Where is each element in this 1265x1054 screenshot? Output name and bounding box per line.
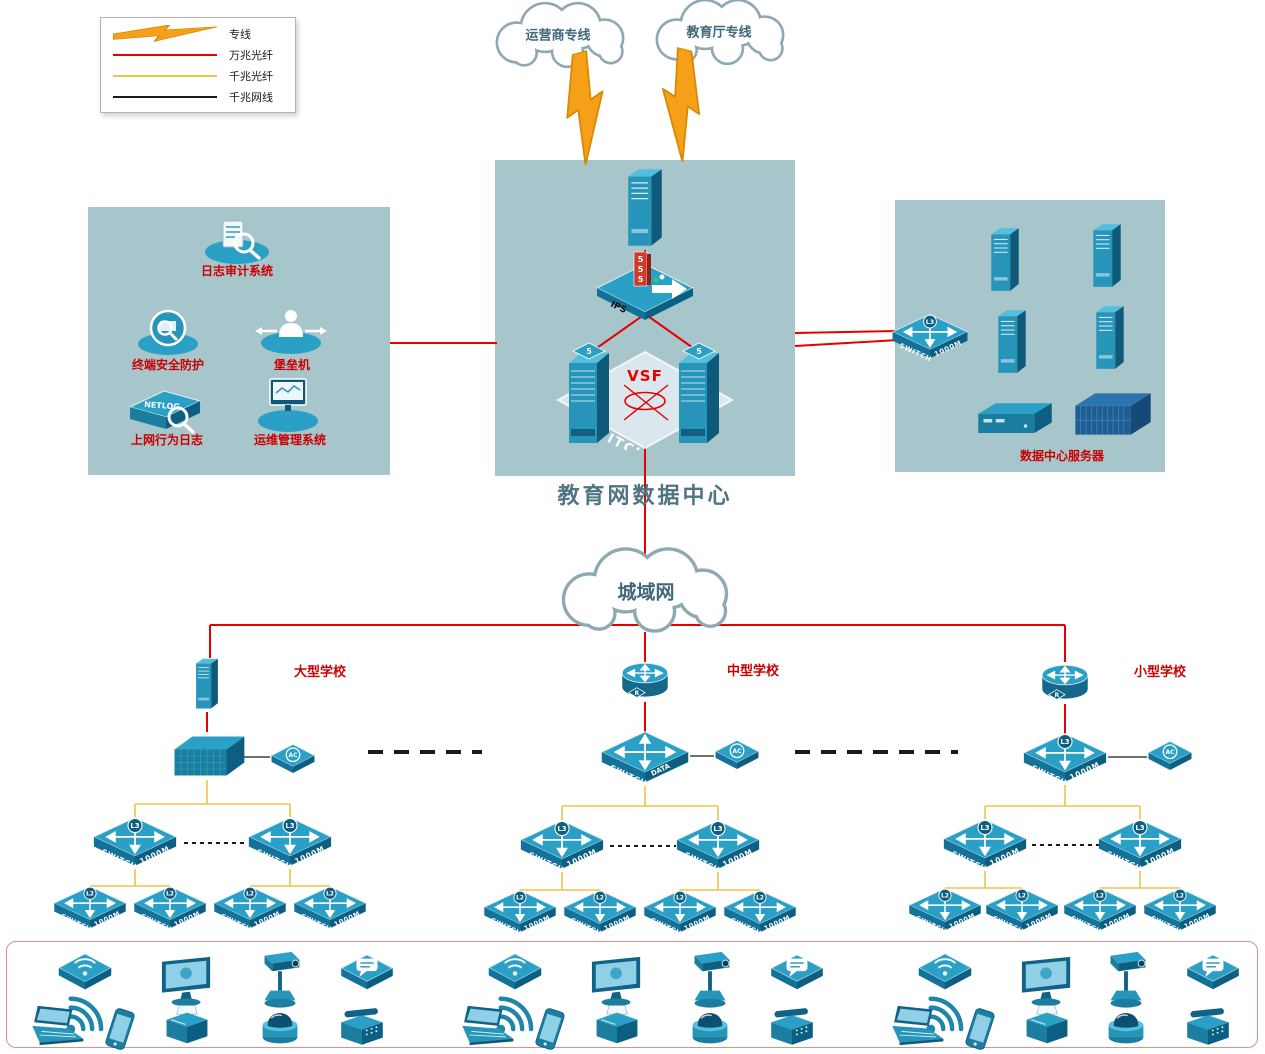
lightning-sample-icon: [113, 24, 217, 42]
message-device-icon: [1184, 952, 1242, 994]
storage-server: [968, 398, 1062, 440]
l3-switch: [674, 818, 762, 874]
l2-switch: [722, 888, 798, 937]
l2-switch: [907, 886, 983, 935]
server-tower: [1091, 302, 1129, 374]
large-school-label: 大型学校: [293, 665, 347, 680]
ops-management-icon: [248, 375, 328, 435]
legend-label: 万兆光纤: [229, 48, 273, 62]
l2-switch: [292, 884, 368, 933]
red-line-sample: [113, 53, 217, 56]
large-school-ac: [269, 742, 317, 777]
core-firewall-tower: [621, 164, 669, 252]
fax-phone-icon: [331, 1008, 393, 1048]
l3-switch: [91, 815, 179, 871]
ptz-camera-icon: [684, 948, 736, 1010]
small-school-router: [1039, 662, 1091, 706]
medium-school-core-switch: [599, 729, 691, 788]
netlog-icon: [118, 377, 210, 439]
education-cloud-label: 教育厅专线: [686, 25, 752, 41]
legend-row-1g-copper: 千兆网线: [109, 87, 287, 107]
server-tower: [1088, 220, 1126, 292]
black-line-sample: [113, 95, 217, 98]
l3-switch: [518, 818, 606, 874]
l2-switch: [984, 886, 1060, 935]
laptop-icon: [25, 1004, 87, 1046]
vsf-label: VSF: [627, 367, 663, 385]
bastion-host-icon: [251, 303, 331, 359]
legend-label: 千兆网线: [229, 90, 273, 104]
dome-camera-icon: [1101, 1006, 1151, 1046]
yellow-line-sample: [113, 74, 217, 77]
message-device-icon: [768, 952, 826, 994]
desktop-monitor-icon: [586, 954, 648, 1008]
legend: 专线 万兆光纤 千兆光纤 千兆网线: [100, 17, 296, 113]
bastion-host-label: 堡垒机: [273, 358, 311, 372]
laptop-icon: [455, 1004, 517, 1046]
man-cloud-label: 城域网: [617, 581, 675, 604]
dome-camera-icon: [255, 1006, 305, 1046]
legend-row-1g-fiber: 千兆光纤: [109, 66, 287, 86]
ptz-camera-icon: [1100, 948, 1152, 1010]
l2-switch: [52, 884, 128, 933]
printer-icon: [587, 1004, 647, 1048]
large-school-gateway: [192, 655, 222, 713]
printer-icon: [1017, 1004, 1077, 1048]
blade-server: [1066, 388, 1160, 440]
legend-row-dedicated-line: 专线: [109, 24, 287, 44]
l2-switch: [132, 884, 208, 933]
ops-management-label: 运维管理系统: [253, 433, 327, 447]
log-audit-label: 日志审计系统: [200, 264, 274, 278]
small-school-core-switch: [1021, 731, 1109, 787]
legend-row-10g-fiber: 万兆光纤: [109, 45, 287, 65]
message-device-icon: [338, 952, 396, 994]
printer-icon: [157, 1004, 217, 1048]
desktop-monitor-icon: [156, 954, 218, 1008]
carrier-cloud-label: 运营商专线: [525, 28, 591, 44]
datacenter-title: 教育网数据中心: [557, 483, 733, 509]
l2-switch: [642, 888, 718, 937]
legend-label: 专线: [229, 27, 251, 41]
small-school-ac: [1146, 739, 1194, 774]
netlog-label: 上网行为日志: [130, 433, 204, 447]
datacenter-switch: [890, 312, 970, 363]
fax-phone-icon: [1177, 1008, 1239, 1048]
l2-switch: [482, 888, 558, 937]
l2-switch: [1142, 886, 1218, 935]
large-school-core-switch: [168, 730, 246, 782]
endpoint-protection-label: 终端安全防护: [131, 358, 205, 372]
ips-device: [588, 250, 700, 322]
medium-school-label: 中型学校: [726, 664, 780, 679]
core-server-a: [560, 337, 622, 449]
medium-school-router: [619, 660, 671, 704]
small-school-label: 小型学校: [1133, 665, 1187, 680]
dome-camera-icon: [685, 1006, 735, 1046]
l3-switch: [246, 815, 334, 871]
legend-label: 千兆光纤: [229, 69, 273, 83]
server-panel-label: 数据中心服务器: [1019, 449, 1105, 463]
l3-switch: [1096, 817, 1184, 873]
laptop-icon: [885, 1004, 947, 1046]
l2-switch: [1062, 886, 1138, 935]
server-tower: [993, 306, 1031, 378]
endpoint-protection-icon: [128, 304, 208, 360]
ptz-camera-icon: [254, 948, 306, 1010]
l2-switch: [212, 884, 288, 933]
core-server-b: [670, 337, 732, 449]
desktop-monitor-icon: [1016, 954, 1078, 1008]
server-tower: [986, 224, 1024, 296]
fax-phone-icon: [761, 1008, 823, 1048]
l2-switch: [562, 888, 638, 937]
medium-school-ac: [713, 738, 761, 773]
l3-switch: [941, 817, 1029, 873]
